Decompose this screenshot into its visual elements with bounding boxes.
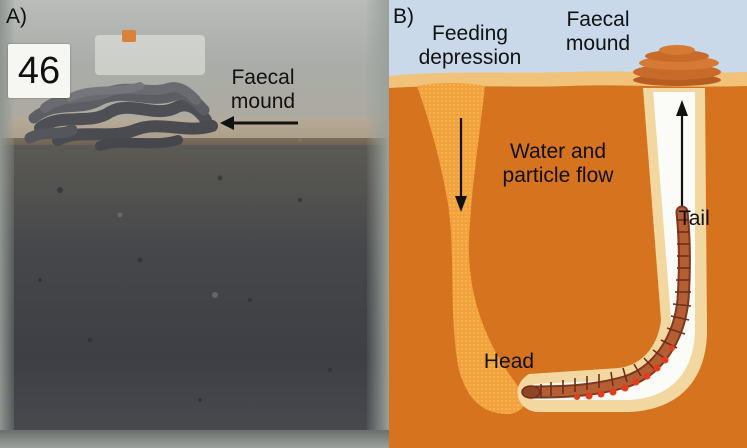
glass-edge-left xyxy=(0,0,14,448)
head-label: Head xyxy=(483,350,535,373)
orange-clip xyxy=(122,30,136,42)
feeding-depression-label: Feeding depression xyxy=(418,22,522,69)
tank-number-card: 46 xyxy=(8,44,70,98)
faecal-mound-label: Faecal mound xyxy=(565,8,631,55)
faecal-mound-diagram xyxy=(633,45,721,86)
water-flow-label: Water and particle flow xyxy=(502,140,614,187)
faecal-mound-annotation: Faecal mound xyxy=(230,66,296,113)
panel-label-a: A) xyxy=(6,5,27,28)
feeding-funnel xyxy=(417,83,525,414)
glass-reflection xyxy=(95,35,205,75)
burrow-diagram xyxy=(389,0,747,448)
photo-panel-a: A) 46 Faecal mound xyxy=(0,0,389,448)
tank-bottom-edge xyxy=(0,430,389,448)
lugworm xyxy=(521,205,692,400)
tail-label: Tail xyxy=(678,207,710,230)
glass-edge-right xyxy=(367,0,389,448)
dark-sediment-block xyxy=(0,145,389,448)
faecal-mound-photo xyxy=(24,82,332,402)
panel-label-b: B) xyxy=(393,5,414,28)
burrow-cavity xyxy=(527,90,695,400)
diagram-panel-b: B) Feeding depression Faecal mound Water… xyxy=(389,0,747,448)
